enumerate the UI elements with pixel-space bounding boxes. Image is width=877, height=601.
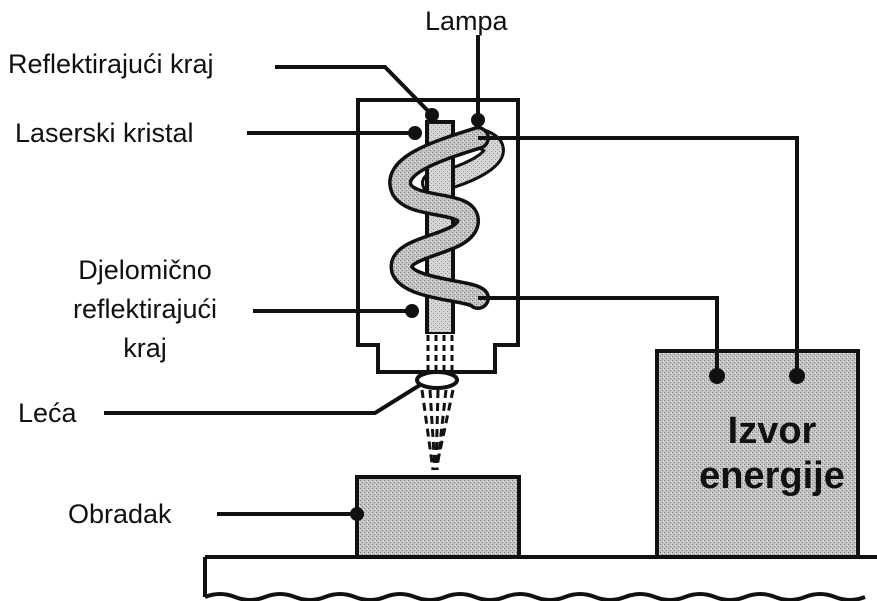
label-partial-line2: reflektirajući bbox=[73, 294, 217, 324]
power-supply-label-line2: energije bbox=[699, 455, 845, 497]
dot-lamp bbox=[471, 113, 485, 127]
terminal-left bbox=[709, 368, 725, 384]
leader-lines bbox=[104, 35, 480, 516]
label-reflective-end: Reflektirajući kraj bbox=[8, 49, 214, 79]
flash-lamp-front bbox=[388, 126, 490, 310]
label-lens: Leća bbox=[18, 398, 78, 428]
power-supply-label-line1: Izvor bbox=[728, 410, 817, 452]
machine-base bbox=[203, 555, 877, 601]
wire-top bbox=[478, 136, 799, 376]
terminal-right bbox=[789, 368, 805, 384]
wire-bottom bbox=[478, 296, 719, 376]
label-laser-crystal: Laserski kristal bbox=[15, 118, 194, 148]
label-workpiece: Obradak bbox=[68, 499, 172, 529]
label-partial-line3: kraj bbox=[123, 333, 167, 363]
dot-laser-crystal bbox=[408, 126, 422, 140]
lens bbox=[415, 370, 459, 390]
dot-reflective-end bbox=[425, 108, 439, 122]
dot-workpiece bbox=[350, 507, 364, 521]
focused-beam bbox=[420, 389, 455, 471]
workpiece-block bbox=[355, 475, 521, 559]
power-supply-box bbox=[655, 349, 860, 559]
dot-partial-reflective bbox=[405, 304, 419, 318]
label-partial-line1: Djelomično bbox=[78, 255, 212, 285]
laser-beam bbox=[426, 335, 454, 370]
label-lamp: Lampa bbox=[425, 6, 509, 36]
